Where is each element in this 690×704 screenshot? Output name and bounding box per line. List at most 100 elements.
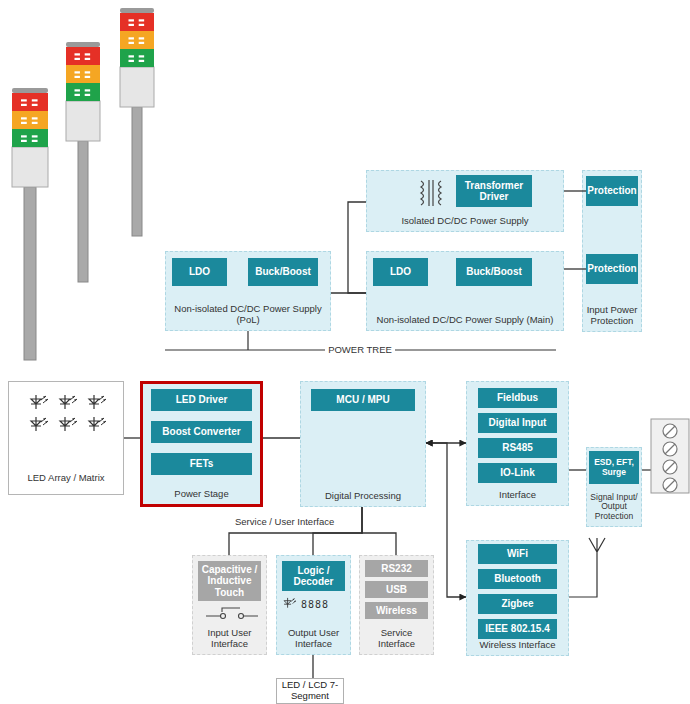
stack-light-illustration <box>129 37 134 39</box>
function-box: LDO <box>172 258 227 286</box>
stack-light-illustration <box>12 111 48 129</box>
function-box: Logic / Decoder <box>282 561 345 591</box>
stack-light-illustration <box>120 8 154 13</box>
terminal-block <box>663 424 677 438</box>
box-label: USB <box>386 584 407 596</box>
box-label: ESD, EFT, Surge <box>592 458 636 478</box>
stack-light-illustration <box>12 88 48 93</box>
led-symbols <box>89 395 106 409</box>
protection-panel: Input Power ProtectionProtectionProtecti… <box>582 170 642 332</box>
stack-light-illustration <box>75 53 80 55</box>
stack-light-illustration <box>75 89 80 91</box>
box-label: Buck/Boost <box>255 266 311 278</box>
stack-light-illustration <box>21 135 27 137</box>
supply-panel: Isolated DC/DC Power SupplyTransformer D… <box>366 170 564 232</box>
stack-light-illustration <box>139 55 144 57</box>
protection-panel: Signal Input/ Output ProtectionESD, EFT,… <box>586 447 642 527</box>
power-tree-bracket <box>165 331 556 350</box>
terminal-block <box>663 442 677 456</box>
terminal-block <box>663 424 677 492</box>
terminal-block <box>665 444 675 454</box>
terminal-block <box>663 478 677 492</box>
stack-light-illustration <box>32 122 38 124</box>
stack-light-illustration <box>85 53 90 55</box>
stack-light-illustration <box>21 122 27 124</box>
box-label: LDO <box>189 266 210 278</box>
stack-light-illustration <box>12 8 154 360</box>
stack-light-illustration <box>78 141 88 282</box>
stack-light-illustration <box>129 42 134 44</box>
stack-light-illustration <box>75 71 80 73</box>
transformer-symbol <box>429 180 433 206</box>
function-box: MCU / MPU <box>311 389 415 411</box>
stack-light-illustration <box>32 135 38 137</box>
panel-caption: Non-isolated DC/DC Power Supply (Main) <box>377 315 554 326</box>
stack-light-illustration <box>21 117 27 119</box>
supply-panel: Non-isolated DC/DC Power Supply (Main) LD… <box>366 251 564 331</box>
panel-caption: Non-isolated DC/DC Power Supply (PoL) <box>168 304 328 326</box>
box-label: Boost Converter <box>162 426 240 438</box>
connector <box>124 437 140 438</box>
terminal-block <box>665 462 675 472</box>
panel-caption: Output User Interface <box>279 628 348 650</box>
touch-switch-symbol <box>239 614 244 619</box>
touch-switch-symbol <box>206 608 258 619</box>
connector <box>312 655 313 678</box>
stack-light-illustration <box>139 60 144 62</box>
power-tree-bracket <box>165 331 556 350</box>
function-box: USB <box>365 581 428 598</box>
seven-segment-digits: 8888 <box>298 599 332 611</box>
panel-caption: Isolated DC/DC Power Supply <box>401 216 528 227</box>
box-label: IEEE 802.15.4 <box>485 623 550 635</box>
terminal-block <box>665 480 675 490</box>
terminal-block <box>642 419 689 493</box>
led-symbols <box>31 395 48 409</box>
stack-light-illustration <box>129 55 134 57</box>
box-label: WiFi <box>507 548 528 560</box>
function-box: RS232 <box>365 560 428 577</box>
box-label: RS232 <box>381 563 412 575</box>
stack-light-illustration <box>21 99 27 101</box>
function-box: Protection <box>586 254 638 284</box>
stack-light-illustration <box>32 117 38 119</box>
led-symbols <box>31 395 106 431</box>
stack-light-illustration <box>66 101 100 141</box>
panel-caption: Interface <box>499 490 536 501</box>
stack-light-illustration <box>120 31 154 49</box>
box-label: MCU / MPU <box>336 394 389 406</box>
box-label: Zigbee <box>501 598 533 610</box>
connector <box>263 437 300 438</box>
panel-caption: LED / LCD 7-Segment <box>280 680 340 702</box>
stack-light-illustration <box>139 19 144 21</box>
power-tree-label: POWER TREE <box>325 344 395 355</box>
function-box: RS485 <box>478 438 557 458</box>
connector <box>426 443 466 597</box>
service-panel: Service InterfaceRS232USBWireless <box>359 555 434 655</box>
wireless-panel: Wireless Interface WiFiBluetoothZigbeeIEE… <box>466 540 569 656</box>
touch-switch-symbol <box>206 608 258 616</box>
panel-caption: Input Power Protection <box>585 305 639 327</box>
box-label: Bluetooth <box>494 573 541 585</box>
connector <box>348 202 366 293</box>
function-box: Protection <box>586 176 638 206</box>
processing-panel: Digital ProcessingMCU / MPU <box>300 381 426 507</box>
function-box: Capacitive / Inductive Touch <box>198 561 261 601</box>
stack-light-illustration <box>32 140 38 142</box>
box-label: Logic / Decoder <box>285 565 342 588</box>
box-label: LDO <box>390 266 411 278</box>
function-box: Wireless <box>365 602 428 619</box>
box-label: Fieldbus <box>497 392 538 404</box>
function-box: Fieldbus <box>478 388 557 408</box>
stack-light-illustration <box>139 37 144 39</box>
box-label: Wireless <box>376 605 417 617</box>
stack-light-illustration <box>129 19 134 21</box>
panel-caption: Wireless Interface <box>479 640 555 651</box>
function-box: Bluetooth <box>478 569 557 589</box>
led-symbols <box>31 417 48 431</box>
box-label: Protection <box>587 185 636 197</box>
transformer-symbol <box>439 181 442 205</box>
box-label: Buck/Boost <box>466 266 522 278</box>
function-box: WiFi <box>478 544 557 564</box>
touch-switch-symbol <box>221 614 226 619</box>
